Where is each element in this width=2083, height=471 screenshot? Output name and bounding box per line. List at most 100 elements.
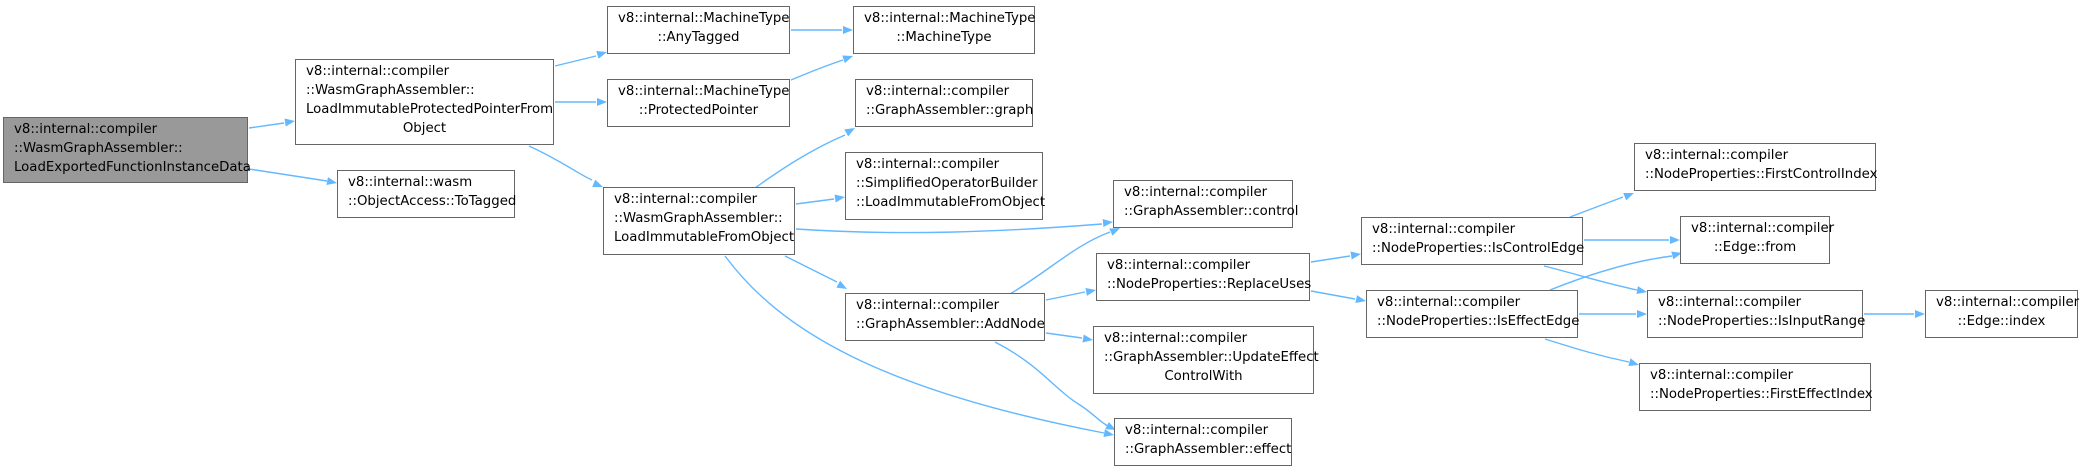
arrowhead-prot_ptr (597, 98, 607, 106)
node-label-line: ::GraphAssembler::effect (1125, 442, 1292, 457)
arrowhead-edge_from (1671, 251, 1682, 260)
edge-ga_addnode-to-np_replace (1045, 291, 1086, 301)
node-label-line: v8::internal::compiler (614, 192, 758, 207)
node-label-line: LoadExportedFunctionInstanceData (14, 160, 251, 175)
node-node-properties-first-control-index[interactable]: v8::internal::compiler ::NodeProperties:… (1634, 143, 1878, 191)
node-node-properties-is-effect-edge[interactable]: v8::internal::compiler ::NodeProperties:… (1366, 290, 1580, 338)
node-label-line: ::LoadImmutableFromObject (856, 195, 1046, 210)
arrowhead-ga_control (1109, 228, 1120, 236)
node-label-line: v8::internal::compiler (1107, 258, 1251, 273)
arrowhead-ga_graph (844, 128, 855, 137)
node-node-properties-is-control-edge[interactable]: v8::internal::compiler ::NodeProperties:… (1361, 217, 1585, 265)
node-graph-assembler-effect[interactable]: v8::internal::compiler ::GraphAssembler:… (1114, 418, 1292, 466)
arrowhead-any_tagged (596, 51, 607, 59)
node-label-line: v8::internal::compiler (1124, 185, 1268, 200)
node-label-line: ::Edge::from (1713, 240, 1797, 255)
edge-load_prot-to-any_tagged (554, 55, 597, 67)
edge-load_imm-to-ga_control (795, 223, 1103, 234)
node-object-access-to-tagged[interactable]: v8::internal::wasm ::ObjectAccess::ToTag… (337, 170, 517, 218)
edge-load_imm-to-ga_addnode (784, 255, 838, 283)
edge-load_imm-to-ga_effect (724, 255, 1105, 434)
node-label-line: ::NodeProperties::IsControlEdge (1372, 241, 1585, 256)
node-edge-index[interactable]: v8::internal::compiler ::Edge::index (1925, 290, 2080, 338)
edge-np_isctrl-to-np_isinput (1543, 265, 1638, 291)
node-graph-assembler-add-node[interactable]: v8::internal::compiler ::GraphAssembler:… (845, 293, 1045, 341)
node-node-properties-first-effect-index[interactable]: v8::internal::compiler ::NodeProperties:… (1639, 363, 1873, 411)
arrowhead-ga_effect (1105, 421, 1116, 430)
arrowhead-edge_from (1670, 236, 1680, 244)
node-label-line: v8::internal::compiler (1645, 148, 1789, 163)
node-label-line: ::NodeProperties::FirstEffectIndex (1650, 387, 1873, 402)
node-label-line: LoadImmutableFromObject (614, 230, 795, 245)
arrowhead-ga_addnode (836, 280, 847, 289)
node-label-line: ::WasmGraphAssembler:: (306, 83, 475, 98)
node-label-line: ::GraphAssembler::graph (866, 103, 1034, 118)
node-machine-type-protected-pointer[interactable]: v8::internal::MachineType ::ProtectedPoi… (607, 79, 790, 127)
node-label-line: v8::internal::wasm (348, 175, 473, 190)
node-label-line: ::AnyTagged (657, 30, 740, 45)
arrowhead-mt_ctor (842, 55, 853, 64)
node-load-exported-function-instance-data[interactable]: v8::internal::compiler ::WasmGraphAssemb… (3, 117, 251, 183)
arrowhead-np_replace (1085, 288, 1096, 296)
arrowhead-edge_index (1915, 310, 1925, 318)
node-label-line: v8::internal::compiler (1936, 295, 2080, 310)
node-graph-assembler-graph[interactable]: v8::internal::compiler ::GraphAssembler:… (855, 79, 1033, 127)
node-label-line: ::SimplifiedOperatorBuilder (856, 176, 1038, 191)
arrowhead-mt_ctor (843, 26, 853, 34)
node-label-line: v8::internal::compiler (1125, 423, 1269, 438)
node-label-line: v8::internal::compiler (1372, 222, 1516, 237)
node-label-line: v8::internal::compiler (856, 157, 1000, 172)
node-label-line: v8::internal::compiler (14, 122, 158, 137)
node-label-line: ::ObjectAccess::ToTagged (348, 194, 517, 209)
node-edge-from[interactable]: v8::internal::compiler ::Edge::from (1680, 216, 1834, 264)
edge-prot_ptr-to-mt_ctor (790, 59, 844, 81)
node-label-line: ::GraphAssembler::control (1124, 204, 1299, 219)
node-label-line: ::NodeProperties::IsEffectEdge (1377, 314, 1580, 329)
node-graph-assembler-control[interactable]: v8::internal::compiler ::GraphAssembler:… (1113, 180, 1299, 228)
node-node-properties-is-input-range[interactable]: v8::internal::compiler ::NodeProperties:… (1647, 290, 1866, 338)
node-label-line: v8::internal::compiler (866, 84, 1010, 99)
node-label-line: ::GraphAssembler::UpdateEffect (1104, 350, 1319, 365)
arrowhead-load_imm (592, 179, 603, 187)
edge-load_imm-to-sob_load (795, 198, 835, 205)
node-label-line: v8::internal::compiler (1658, 295, 1802, 310)
node-label-line: ::WasmGraphAssembler:: (614, 211, 783, 226)
node-label-line: ::NodeProperties::FirstControlIndex (1645, 167, 1878, 182)
node-label-line: Object (402, 121, 447, 136)
node-label-line: v8::internal::compiler (1104, 331, 1248, 346)
arrowhead-np_firstctrl (1623, 193, 1634, 201)
edge-root-to-load_prot (248, 122, 285, 129)
node-graph-assembler-update-effect-control-with[interactable]: v8::internal::compiler ::GraphAssembler:… (1093, 326, 1319, 394)
edge-load_imm-to-ga_graph (754, 134, 846, 189)
edge-ga_addnode-to-ga_update (1045, 332, 1083, 339)
node-label-line: ::WasmGraphAssembler:: (14, 141, 183, 156)
edge-ga_addnode-to-ga_effect (994, 341, 1109, 427)
node-machine-type-machine-type[interactable]: v8::internal::MachineType ::MachineType (853, 6, 1035, 54)
node-label-line: ::NodeProperties::IsInputRange (1658, 314, 1866, 329)
node-label-line: LoadImmutableProtectedPointerFrom (306, 102, 554, 117)
node-label-line: v8::internal::compiler (856, 298, 1000, 313)
node-machine-type-any-tagged[interactable]: v8::internal::MachineType ::AnyTagged (607, 6, 790, 54)
arrowhead-load_prot (284, 118, 295, 127)
edge-load_prot-to-load_imm (528, 145, 593, 181)
arrowhead-np_isctrl (1350, 251, 1361, 260)
arrowhead-sob_load (834, 194, 845, 203)
edge-np_iseff-to-edge_from (1549, 255, 1673, 291)
arrowhead-ga_update (1082, 334, 1093, 343)
arrowhead-ga_control (1102, 219, 1113, 227)
edge-root-to-to_tagged (248, 168, 328, 182)
node-simplified-operator-builder-load[interactable]: v8::internal::compiler ::SimplifiedOpera… (845, 152, 1046, 220)
arrowhead-np_isinput (1637, 310, 1647, 318)
node-label-line: ::Edge::index (1957, 314, 2046, 329)
node-label-line: v8::internal::MachineType (618, 84, 790, 99)
arrowhead-to_tagged (326, 177, 337, 185)
node-node-properties-replace-uses[interactable]: v8::internal::compiler ::NodeProperties:… (1096, 253, 1312, 301)
node-label-line: v8::internal::compiler (1377, 295, 1521, 310)
node-label-line: v8::internal::MachineType (864, 11, 1036, 26)
node-label-line: v8::internal::compiler (1650, 368, 1794, 383)
node-label-line: ::NodeProperties::ReplaceUses (1107, 277, 1312, 292)
node-load-immutable-protected-pointer-from-object[interactable]: v8::internal::compiler ::WasmGraphAssemb… (295, 59, 554, 145)
node-load-immutable-from-object[interactable]: v8::internal::compiler ::WasmGraphAssemb… (603, 187, 795, 255)
node-label-line: v8::internal::compiler (306, 64, 450, 79)
